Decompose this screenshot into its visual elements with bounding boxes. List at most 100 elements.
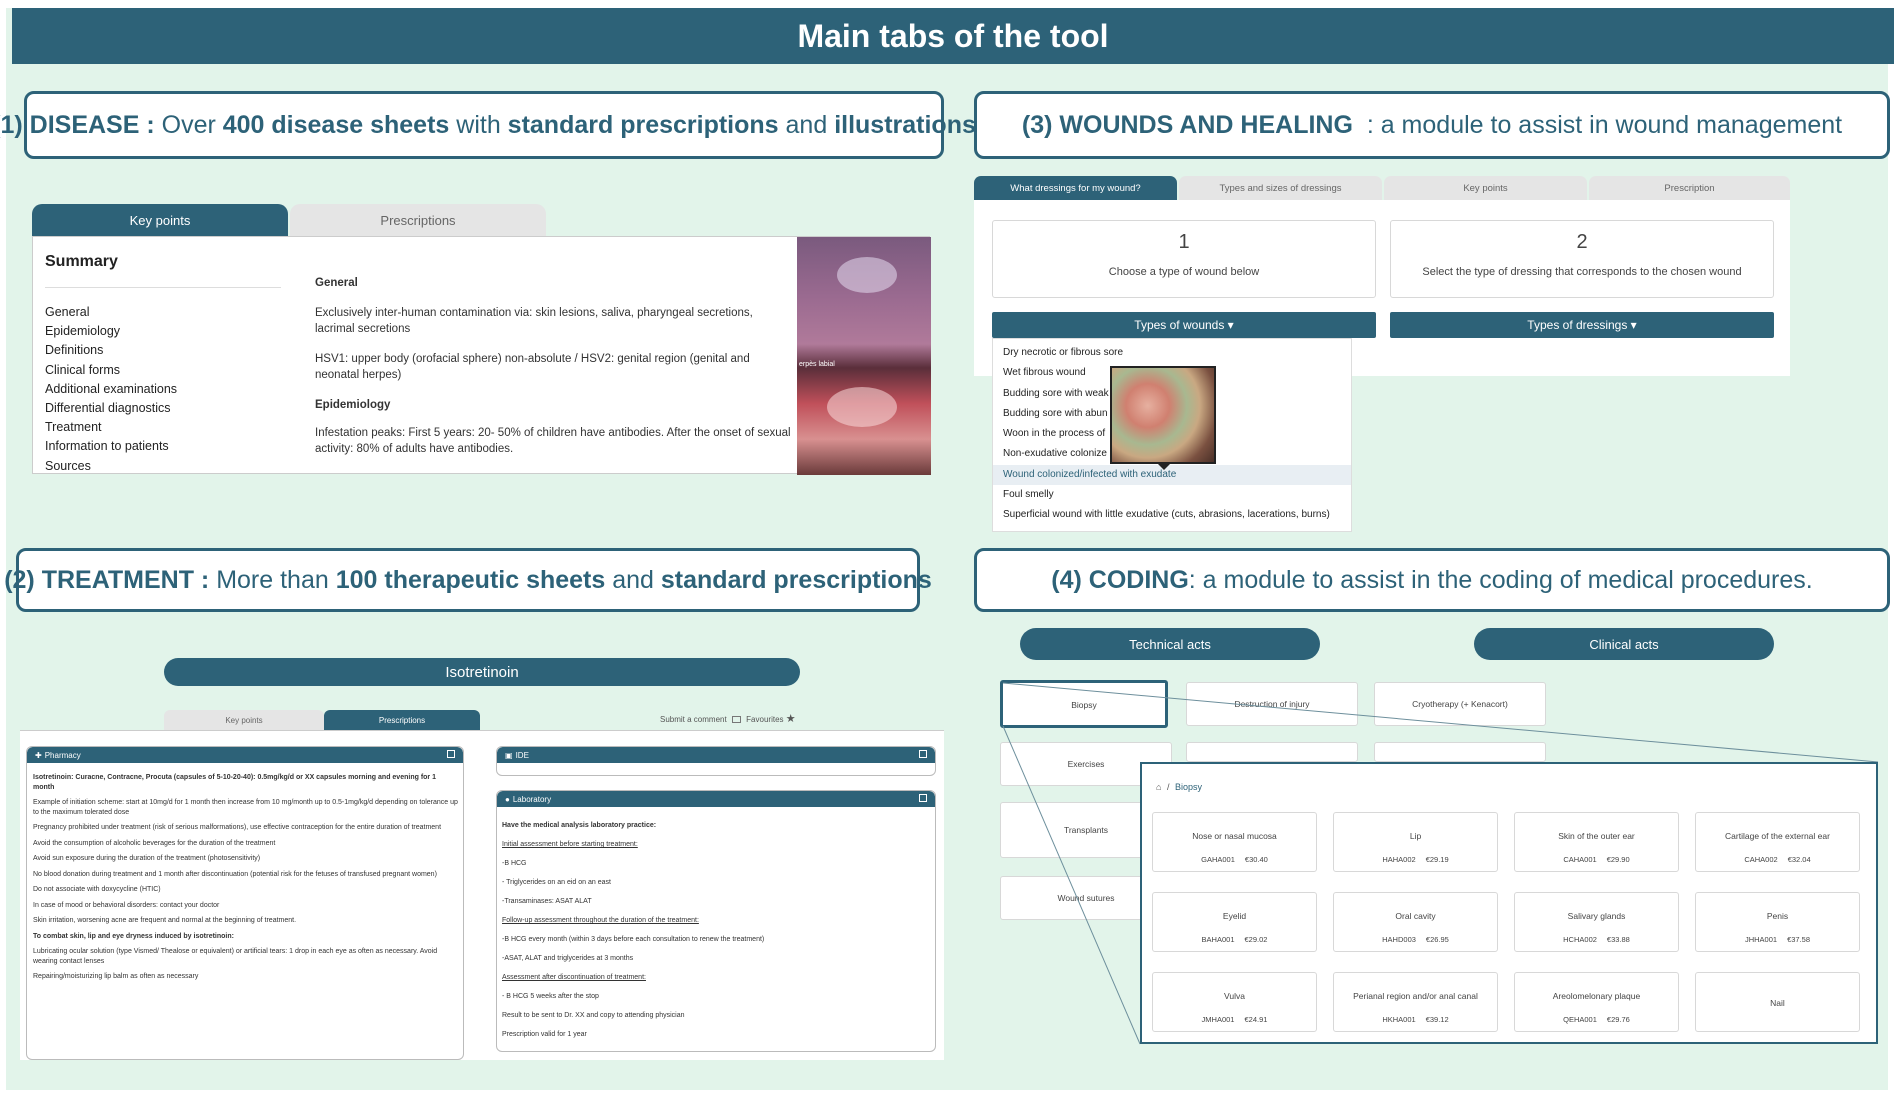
types-of-wounds-dropdown[interactable]: Types of wounds ▾ xyxy=(992,312,1376,338)
disease-title-text1: Over xyxy=(161,110,223,139)
disease-title-prefix: (1) DISEASE : xyxy=(0,110,162,139)
biopsy-card[interactable]: Nail xyxy=(1695,972,1860,1032)
step-2-card: 2 Select the type of dressing that corre… xyxy=(1390,220,1774,298)
laboratory-icon: ● xyxy=(505,794,510,804)
home-icon[interactable]: ⌂ xyxy=(1156,782,1162,792)
biopsy-card-meta: HCHA002€33.88 xyxy=(1515,935,1678,944)
act-cryotherapy[interactable]: Cryotherapy (+ Kenacort) xyxy=(1374,682,1546,726)
wound-option[interactable]: Superficial wound with little exudative … xyxy=(1003,509,1330,521)
drug-name-header: Isotretinoin xyxy=(164,658,800,686)
wound-option[interactable]: Foul smelly xyxy=(1003,489,1054,501)
biopsy-card-code: JHHA001 xyxy=(1744,935,1778,944)
wound-preview-pointer xyxy=(1158,464,1170,470)
copy-icon[interactable] xyxy=(919,750,927,758)
wound-option[interactable]: Woon in the process of xyxy=(1003,428,1106,440)
laboratory-body: Have the medical analysis laboratory pra… xyxy=(502,821,928,1040)
biopsy-card-price: €33.88 xyxy=(1606,935,1630,944)
clinical-acts-button[interactable]: Clinical acts xyxy=(1474,628,1774,660)
tab-prescriptions[interactable]: Prescriptions xyxy=(290,204,546,236)
illustration-caption: erpès labial xyxy=(799,361,835,368)
treatment-title-bold2: standard prescriptions xyxy=(660,565,932,594)
tab-what-dressings[interactable]: What dressings for my wound? xyxy=(974,176,1177,200)
tab-treatment-prescriptions[interactable]: Prescriptions xyxy=(324,710,480,730)
biopsy-card-name: Vulva xyxy=(1224,991,1245,1001)
disease-title: (1) DISEASE : Over 400 disease sheets wi… xyxy=(0,91,976,159)
biopsy-card-code: HAHD003 xyxy=(1382,935,1416,944)
biopsy-card-code: BAHA001 xyxy=(1201,935,1235,944)
summary-item-epidemiology[interactable]: Epidemiology xyxy=(45,324,121,339)
comment-favourites-bar: Submit a comment Favourites ★ xyxy=(660,712,796,725)
lab-line: Have the medical analysis laboratory pra… xyxy=(502,822,657,829)
summary-item-information-to-patients[interactable]: Information to patients xyxy=(45,439,169,454)
wound-option[interactable]: Budding sore with abun xyxy=(1003,407,1108,419)
lab-line: -ASAT, ALAT and triglycerides at 3 month… xyxy=(502,955,634,962)
biopsy-card-code: QEHA001 xyxy=(1563,1015,1597,1024)
lab-line: - B HCG 5 weeks after the stop xyxy=(502,993,599,1000)
summary-item-treatment[interactable]: Treatment xyxy=(45,420,102,435)
comment-icon[interactable] xyxy=(731,716,741,724)
pharmacy-line: Do not associate with doxycycline (HTIC) xyxy=(33,886,161,893)
tab-wound-key-points[interactable]: Key points xyxy=(1384,176,1587,200)
copy-icon[interactable] xyxy=(447,750,455,758)
summary-item-general[interactable]: General xyxy=(45,305,90,319)
tab-prescription[interactable]: Prescription xyxy=(1589,176,1790,200)
wound-option[interactable]: Budding sore with weak xyxy=(1003,387,1109,399)
wound-preview-image xyxy=(1110,366,1216,470)
biopsy-card-name: Eyelid xyxy=(1222,911,1247,921)
laboratory-card-header: ● Laboratory xyxy=(497,791,935,807)
biopsy-card-meta: BAHA001€29.02 xyxy=(1153,935,1316,944)
ide-card-header: ▣ IDE xyxy=(497,747,935,763)
summary-item-definitions[interactable]: Definitions xyxy=(45,343,104,358)
biopsy-card-price: €29.90 xyxy=(1606,855,1630,864)
summary-item-sources[interactable]: Sources xyxy=(45,458,91,473)
act-destruction-of-injury[interactable]: Destruction of injury xyxy=(1186,682,1358,726)
summary-item-additional-examinations[interactable]: Additional examinations xyxy=(45,381,178,396)
biopsy-card-meta: JMHA001€24.91 xyxy=(1153,1015,1316,1024)
pharmacy-body: Isotretinoin: Curacne, Contracne, Procut… xyxy=(33,773,459,982)
biopsy-card-meta: CAHA001€29.90 xyxy=(1515,855,1678,864)
biopsy-card-name: Cartilage of the external ear xyxy=(1725,831,1830,841)
wound-option[interactable]: Wet fibrous wound xyxy=(1003,367,1086,379)
tab-types-and-sizes[interactable]: Types and sizes of dressings xyxy=(1179,176,1382,200)
summary-item-differential-diagnostics[interactable]: Differential diagnostics xyxy=(45,401,171,416)
breadcrumb-current[interactable]: Biopsy xyxy=(1174,782,1202,792)
wounds-title-bold: (3) WOUNDS AND HEALING xyxy=(1021,110,1353,139)
wound-option[interactable]: Non-exudative colonize xyxy=(1003,448,1107,460)
submit-comment-link[interactable]: Submit a comment xyxy=(660,715,727,724)
lab-line: Result to be sent to Dr. XX and copy to … xyxy=(502,1012,685,1019)
technical-acts-button[interactable]: Technical acts xyxy=(1020,628,1320,660)
biopsy-card-price: €32.04 xyxy=(1787,855,1811,864)
wound-option[interactable]: Dry necrotic or fibrous sore xyxy=(1003,347,1124,358)
act-placeholder-a[interactable] xyxy=(1186,742,1358,762)
star-icon[interactable]: ★ xyxy=(785,713,796,725)
act-placeholder-b[interactable] xyxy=(1374,742,1546,762)
copy-icon[interactable] xyxy=(919,794,927,802)
biopsy-card-name: Perianal region and/or anal canal xyxy=(1353,991,1478,1001)
tab-treatment-key-points[interactable]: Key points xyxy=(164,710,324,730)
act-biopsy[interactable]: Biopsy xyxy=(1000,680,1168,728)
tab-key-points[interactable]: Key points xyxy=(32,204,288,236)
wound-option-selected[interactable]: Wound colonized/infected with exudate xyxy=(993,464,1351,486)
treatment-title-text2: and xyxy=(605,565,661,594)
pharmacy-line: Example of initiation scheme: start at 1… xyxy=(33,799,458,816)
ide-card: ▣ IDE xyxy=(496,746,936,776)
biopsy-card-meta: HKHA001€39.12 xyxy=(1334,1015,1497,1024)
biopsy-card-name: Areolomelonary plaque xyxy=(1552,991,1641,1001)
biopsy-card-name: Nail xyxy=(1770,998,1785,1008)
types-of-dressings-dropdown[interactable]: Types of dressings ▾ xyxy=(1390,312,1774,338)
pharmacy-line: Avoid sun exposure during the duration o… xyxy=(33,855,261,862)
biopsy-card-code: JMHA001 xyxy=(1201,1015,1235,1024)
summary-item-clinical-forms[interactable]: Clinical forms xyxy=(45,362,121,377)
favourites-link[interactable]: Favourites xyxy=(746,715,784,724)
